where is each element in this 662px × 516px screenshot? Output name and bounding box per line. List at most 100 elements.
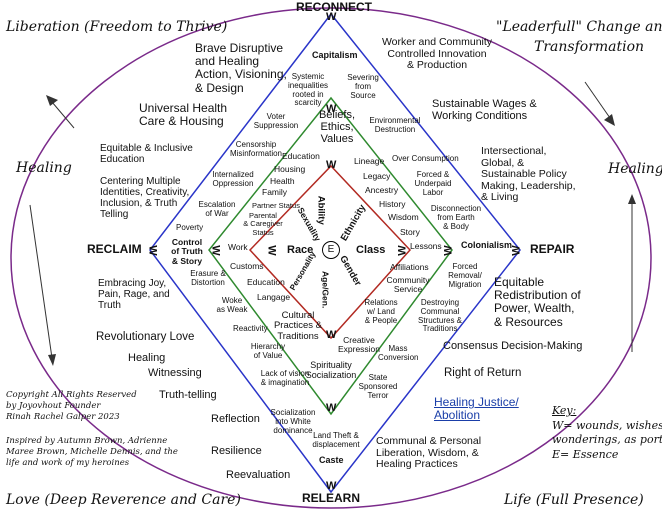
middle-story: Story (400, 227, 420, 237)
outer-healing: Healing (128, 352, 166, 364)
middle-lineage: Lineage (354, 156, 385, 166)
w-mark-inner-bottom: W (326, 329, 337, 341)
corner-life: Life (Full Presence) (504, 492, 644, 508)
w-mark-middle-top: W (326, 103, 337, 115)
w-mark-inner-right: W (396, 245, 409, 256)
middle-history: History (379, 199, 406, 209)
middle-family: Family (262, 187, 288, 197)
essence-circle: E (322, 241, 340, 259)
direction-reclaim: RECLAIM (87, 242, 142, 256)
middle-health: Health (270, 176, 295, 186)
label-colonialism: Colonialism (461, 240, 513, 250)
inner-age-generation: Age/Gen. (320, 271, 331, 309)
outer-revolutionary-love: Revolutionary Love (96, 331, 195, 343)
middle-education-left: Education (247, 277, 285, 287)
key-definitions: W= wounds, wishes , &wonderings, as port… (552, 419, 662, 461)
w-mark-middle-right: W (442, 245, 455, 256)
healing-label-left: Healing (16, 160, 72, 176)
outer-sustainable-wages: Sustainable Wages &Working Conditions (432, 98, 537, 123)
healing-arrow-upper-right-head (604, 114, 615, 126)
ring-land-theft: Land Theft &displacement (312, 431, 360, 449)
w-mark-inner-left: W (265, 245, 278, 256)
healing-arrow-lower-left-head (48, 354, 56, 366)
corner-love: Love (Deep Reverence and Care) (6, 492, 241, 508)
outer-reevaluation: Reevaluation (226, 469, 291, 481)
direction-reconnect: RECONNECT (296, 0, 373, 14)
label-caste: Caste (319, 455, 344, 465)
w-mark-middle-left: W (209, 245, 222, 256)
corner-leaderfull-line2: Transformation (534, 39, 645, 55)
middle-partner-status: Partner Status (252, 201, 300, 210)
w-mark-outer-right: W (510, 245, 523, 256)
middle-housing: Housing (274, 164, 306, 174)
middle-beliefs-ethics-values: Beliefs,Ethics,Values (318, 109, 356, 146)
middle-affiliations: Affiliations (390, 262, 429, 272)
key-title: Key: (552, 404, 577, 417)
corner-liberation: Liberation (Freedom to Thrive) (6, 19, 228, 35)
w-mark-outer-top: W (326, 11, 337, 23)
middle-customs: Customs (230, 261, 264, 271)
w-mark-inner-top: W (326, 159, 337, 171)
healing-arrow-upper-right-line (584, 81, 611, 119)
healing-arrow-lower-right-head (628, 194, 636, 204)
ring-over-consumption: Over Consumption (392, 154, 459, 163)
direction-repair: REPAIR (530, 242, 575, 256)
ring-erasure-distortion: Erasure &Distortion (190, 269, 226, 287)
inner-ability: Ability (315, 195, 327, 225)
corner-leaderfull-line1: "Leaderfull" Change and (496, 19, 662, 35)
ring-poverty: Poverty (176, 223, 204, 232)
healing-label-right: Healing (608, 161, 662, 177)
ring-lack-of-vision: Lack of vision& imagination (260, 369, 310, 387)
middle-work: Work (228, 242, 248, 252)
outer-circle (10, 7, 652, 509)
inner-race: Race (287, 244, 314, 256)
outer-consensus: Consensus Decision-Making (443, 340, 583, 352)
outer-healing-justice: Healing Justice/Abolition (434, 395, 519, 423)
outer-intersectional-policy: Intersectional,Global, &Sustainable Poli… (481, 145, 576, 204)
direction-relearn: RELEARN (301, 491, 360, 505)
middle-diamond (208, 96, 453, 416)
healing-arrow-upper-left-line (51, 101, 75, 129)
inner-class: Class (356, 244, 386, 256)
middle-wisdom: Wisdom (388, 212, 419, 222)
middle-ancestry: Ancestry (365, 185, 399, 195)
inner-diamond (248, 164, 412, 340)
outer-diamond (149, 12, 521, 494)
outer-witnessing: Witnessing (148, 367, 202, 379)
w-mark-middle-bottom: W (326, 402, 337, 414)
middle-legacy: Legacy (363, 171, 391, 181)
middle-education-top: Education (282, 151, 320, 161)
w-mark-outer-bottom: W (326, 480, 337, 492)
healing-arrow-upper-left-head (46, 95, 58, 106)
middle-lessons: Lessons (410, 241, 442, 251)
